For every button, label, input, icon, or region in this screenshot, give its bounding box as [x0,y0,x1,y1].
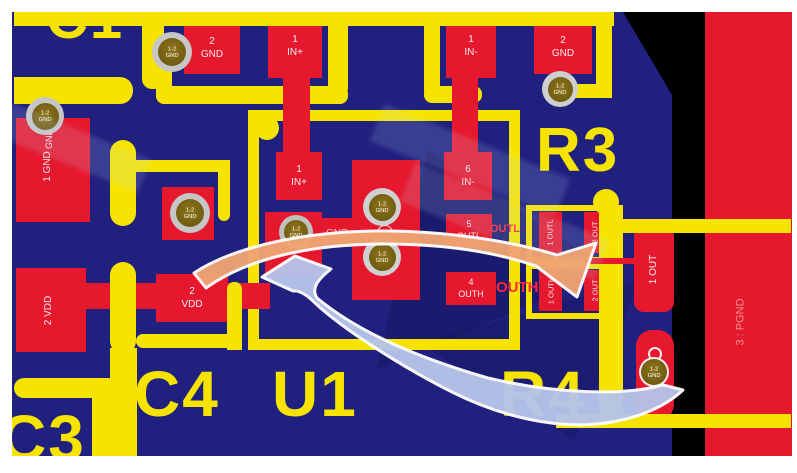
trace [328,12,348,98]
pad-r3-1: 1 OUTL [539,212,562,253]
trace [227,282,242,350]
page-margin-bottom [0,456,797,473]
ref-r3: R3 [536,116,620,185]
ref-c4: C4 [134,358,220,430]
u1-pin1-dot [255,116,279,140]
trace-in-minus [452,70,478,154]
blue-arrow [260,254,685,427]
c4-courtyard-top [136,160,230,172]
page-margin-top [0,0,797,12]
trace [596,12,612,98]
trace [424,12,440,98]
net-label-outh: OUTH [496,279,539,296]
ref-u1: U1 [272,358,358,430]
orange-arrow [192,229,598,299]
r3-dot [593,189,619,215]
pad-out: 1 OUT [634,226,674,312]
out-connector [583,258,640,264]
pad-gnd-left [16,118,90,222]
net-label-outl: OUTL [490,223,520,235]
page-margin-left [0,0,12,473]
trace-in-plus [283,70,310,154]
trace [110,140,136,226]
trace-top-bus [14,12,614,26]
trace-right-top [612,219,791,233]
pad-vdd-left [16,268,86,352]
c4-courtyard-right [218,160,230,221]
page-margin-right [792,0,797,473]
trace [110,262,136,354]
c4-courtyard-bottom [136,334,240,348]
pgnd-plane [705,12,792,456]
trace [110,348,137,456]
